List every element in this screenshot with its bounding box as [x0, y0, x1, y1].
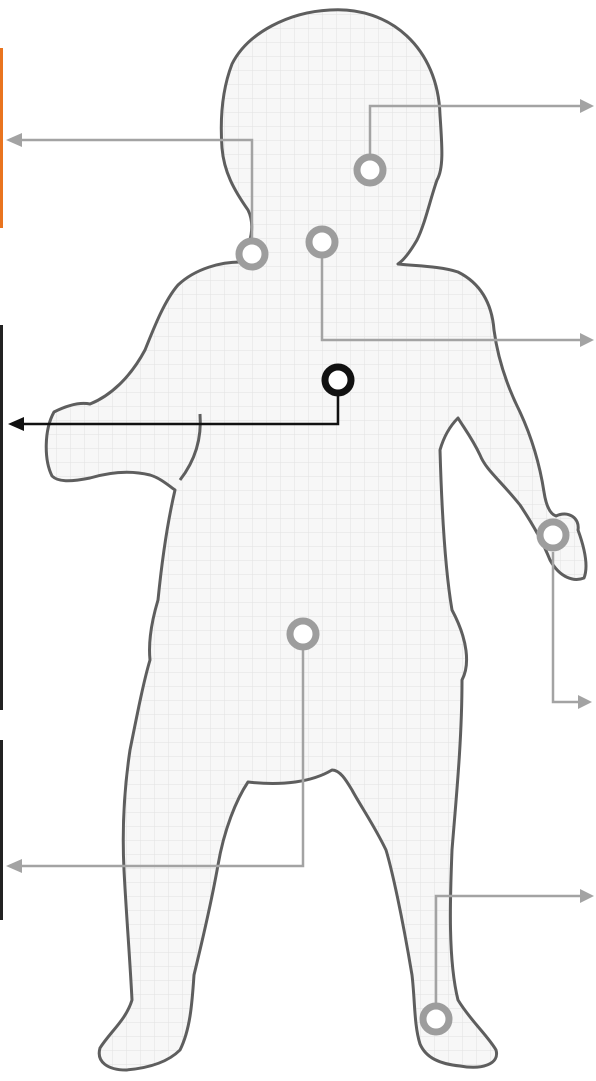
pointer-neck-left	[6, 133, 252, 240]
arrowhead-right-icon	[578, 695, 592, 709]
arrowhead-left-icon	[6, 133, 22, 147]
ring-marker-icon[interactable]	[423, 1006, 449, 1032]
ring-marker-icon[interactable]	[290, 621, 316, 647]
ring-marker-icon[interactable]	[309, 229, 335, 255]
ring-marker-icon[interactable]	[239, 241, 265, 267]
arrowhead-right-icon	[580, 99, 594, 113]
ring-marker-icon[interactable]	[357, 157, 383, 183]
ring-marker-icon[interactable]	[540, 522, 566, 548]
ring-marker-icon[interactable]	[325, 367, 351, 393]
arrowhead-right-icon	[580, 889, 594, 903]
pointer-foot	[436, 889, 594, 1005]
arrowhead-right-icon	[580, 333, 594, 347]
arrowhead-left-icon	[8, 417, 24, 431]
arrowhead-left-icon	[6, 859, 22, 873]
